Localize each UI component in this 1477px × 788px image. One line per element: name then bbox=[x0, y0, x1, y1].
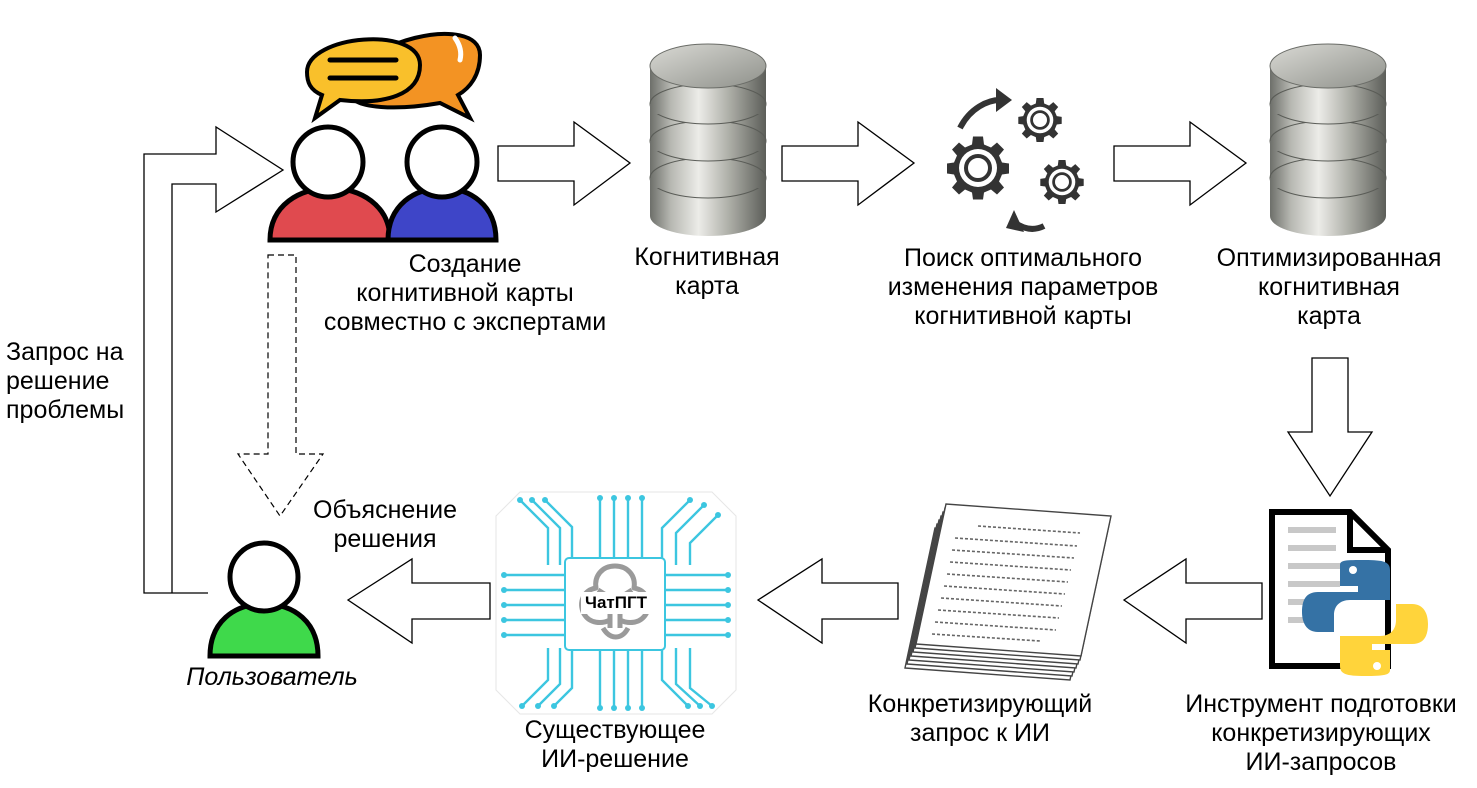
label-cognitive-map: Когнитивная карта bbox=[634, 243, 780, 300]
label-ai-solution: Существующее ИИ-решение bbox=[524, 716, 706, 773]
label-search-optimal: Поиск оптимального изменения параметров … bbox=[887, 244, 1159, 330]
python-document-icon bbox=[1269, 509, 1428, 676]
label-create-map: Создание когнитивной карты совместно с э… bbox=[323, 250, 607, 336]
label-request: Запрос на решение проблемы bbox=[6, 338, 125, 424]
label-user: Пользователь bbox=[186, 663, 358, 691]
label-explanation: Объяснение решения bbox=[313, 496, 457, 553]
arrow-ai-to-user bbox=[346, 557, 491, 645]
arrow-explanation-dashed bbox=[236, 254, 325, 518]
chip-label: ЧатПГТ bbox=[581, 592, 651, 614]
arrow-query-to-ai bbox=[756, 557, 899, 645]
database-cylinder-icon bbox=[649, 43, 767, 237]
arrow-experts-to-map bbox=[497, 120, 632, 207]
arrow-map-to-search bbox=[781, 120, 916, 207]
label-optimized-map: Оптимизированная когнитивная карта bbox=[1216, 244, 1442, 330]
arrow-request-loop bbox=[143, 125, 285, 594]
database-cylinder-icon bbox=[1269, 43, 1387, 237]
gears-with-arrows-icon bbox=[945, 88, 1086, 232]
label-query: Конкретизирующий запрос к ИИ bbox=[867, 690, 1093, 747]
arrow-search-to-optimized bbox=[1113, 120, 1248, 207]
arrow-tool-to-query bbox=[1122, 557, 1263, 645]
user-icon bbox=[207, 540, 321, 659]
paper-stack-icon bbox=[904, 503, 1112, 681]
label-tool: Инструмент подготовки конкретизирующих И… bbox=[1185, 690, 1457, 776]
people-with-speech-bubbles-icon bbox=[267, 32, 499, 243]
arrow-optimized-to-tool bbox=[1286, 357, 1374, 498]
